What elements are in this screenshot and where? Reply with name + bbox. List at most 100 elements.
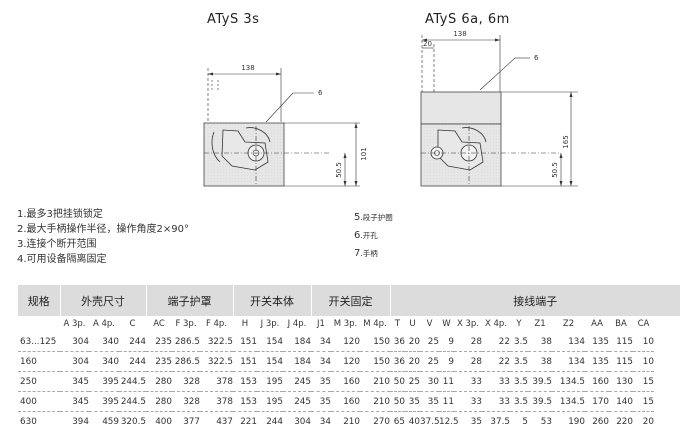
table-cell: 39.5	[528, 391, 552, 412]
dim-height-right: 165	[562, 135, 570, 148]
table-cell: 35	[311, 371, 331, 392]
table-cell: 322.5	[200, 351, 233, 372]
table-cell: 150	[360, 351, 390, 372]
table-cell: 25	[420, 351, 439, 372]
table-column-header: A 3p.	[63, 319, 86, 329]
note-5: 5.段子护圈	[354, 207, 393, 225]
table-column-header: W	[442, 319, 451, 329]
table-column-header: X 4p.	[484, 319, 508, 329]
table-cell: 270	[373, 416, 390, 427]
table-cell: 184	[283, 351, 311, 372]
table-cell: 244.5	[119, 371, 146, 392]
table-cell: 53	[540, 416, 552, 427]
table-cell: 115	[609, 332, 633, 352]
note-3: 3.连接个断开范围	[17, 239, 97, 250]
table-cell: 134.5	[552, 391, 585, 412]
table-cell: 322.5	[200, 332, 233, 352]
table-cell: 134	[552, 332, 585, 352]
dim-half-left: 50.5	[335, 162, 343, 178]
table-cell: 28	[454, 351, 482, 372]
note-1: 1.最多3把挂锁锁定	[17, 209, 103, 220]
table-cell: 244.5	[119, 391, 146, 412]
table-cell: 195	[257, 391, 283, 412]
table-cell: 340	[89, 332, 119, 352]
table-cell: 220	[616, 416, 633, 427]
table-cell-rating: 400	[18, 391, 60, 412]
table-cell: 245	[283, 371, 311, 392]
table-cell: 153	[233, 371, 257, 392]
table-column-header: AC	[153, 319, 165, 329]
table-cell: 304	[294, 416, 311, 427]
table-cell: 160	[585, 371, 609, 392]
table-cell: 3.5	[510, 332, 528, 352]
table-column-header: U	[409, 319, 416, 329]
table-cell: 115	[609, 351, 633, 372]
table-cell: 210	[343, 416, 360, 427]
table-cell: 65	[393, 416, 405, 427]
table-cell: 34	[319, 416, 331, 427]
table-cell: 286.5	[172, 332, 200, 352]
table-cell: 40	[408, 416, 420, 427]
drawing-atys-3s	[203, 68, 360, 187]
table-cell: 37.5	[490, 416, 510, 427]
table-cell: 304	[60, 351, 89, 372]
table-group-header: 端子护罩	[145, 285, 233, 316]
table-cell: 15	[633, 371, 654, 392]
table-cell: 280	[146, 391, 172, 412]
table-cell: 135	[585, 351, 609, 372]
table-cell: 328	[172, 391, 200, 412]
note-7-text: .手柄	[360, 249, 378, 258]
table-cell: 140	[609, 391, 633, 412]
table-cell: 210	[360, 391, 390, 412]
dimension-drawings: 138 6 101 50.5 138 2	[203, 30, 578, 187]
table-cell: 10	[633, 332, 654, 352]
table-cell: 134	[552, 351, 585, 372]
table-cell: 38	[528, 351, 552, 372]
table-column-header: BA	[615, 319, 627, 329]
table-cell: 11	[439, 391, 454, 412]
note-6: 6.开孔	[354, 225, 393, 243]
table-cell: 35	[405, 391, 420, 412]
table-cell: 11	[439, 371, 454, 392]
table-cell: 50	[390, 371, 405, 392]
table-cell: 130	[609, 371, 633, 392]
table-column-header: AA	[591, 319, 603, 329]
table-cell: 400	[155, 416, 172, 427]
table-cell: 3.5	[510, 391, 528, 412]
table-cell: 150	[360, 332, 390, 352]
note-6-text: .开孔	[360, 231, 378, 240]
table-cell: 120	[331, 351, 360, 372]
table-cell: 35	[470, 416, 482, 427]
table-cell: 395	[89, 391, 119, 412]
table-cell: 378	[200, 391, 233, 412]
table-cell: 459	[102, 416, 119, 427]
table-cell: 3.5	[510, 371, 528, 392]
table-cell: 34	[311, 351, 331, 372]
table-cell: 153	[233, 391, 257, 412]
table-cell: 33	[482, 391, 510, 412]
table-cell: 36	[390, 332, 405, 352]
table-cell: 394	[72, 416, 89, 427]
table-cell: 377	[183, 416, 200, 427]
table-cell: 20	[642, 416, 654, 427]
note-5-num: 5	[354, 212, 361, 223]
table-cell: 184	[283, 332, 311, 352]
table-cell: 210	[360, 371, 390, 392]
table-cell: 221	[240, 416, 257, 427]
dim-offset-right: 20	[423, 40, 432, 48]
table-column-header: J1	[317, 319, 325, 329]
table-column-header: CA	[637, 319, 650, 329]
table-group-header-row: 规格外壳尺寸端子护罩开关本体开关固定接线端子	[18, 285, 680, 316]
drawing-title-atys-3s: ATyS 3s	[207, 12, 260, 27]
table-cell: 437	[216, 416, 233, 427]
table-column-header: F 4p.	[205, 319, 228, 329]
table-cell: 10	[633, 351, 654, 372]
table-cell: 25	[405, 371, 420, 392]
table-cell: 244	[119, 332, 146, 352]
table-cell: 33	[454, 371, 482, 392]
table-cell: 280	[146, 371, 172, 392]
table-cell: 328	[172, 371, 200, 392]
